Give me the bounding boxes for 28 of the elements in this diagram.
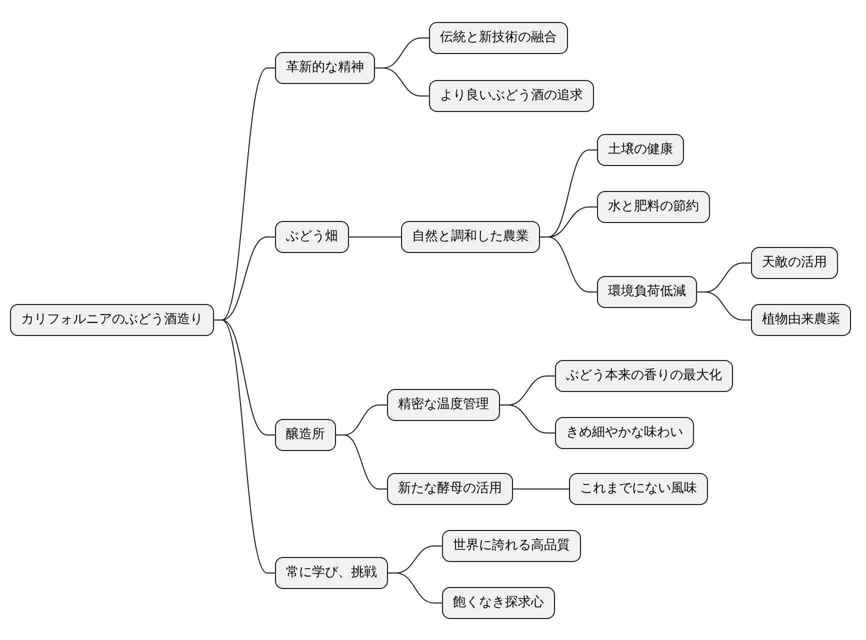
topic-box: 天敵の活用	[751, 247, 838, 279]
connector-line	[512, 488, 570, 490]
topic-box: 革新的な精神	[275, 52, 375, 84]
topic-box: 土壌の健康	[597, 134, 684, 166]
topic-box: 植物由来農薬	[751, 304, 851, 336]
topic-box: これまでにない風味	[569, 473, 708, 505]
topic-box: カリフォルニアのぶどう酒造り	[10, 304, 214, 336]
topic-box: きめ細やかな味わい	[555, 417, 694, 449]
topic-box: 伝統と新技術の融合	[429, 22, 568, 54]
connector-line	[500, 404, 556, 434]
topic-box: ぶどう畑	[275, 221, 349, 253]
topic-box: 自然と調和した農業	[401, 221, 540, 253]
topic-box: 環境負荷低減	[597, 276, 697, 308]
topic-box: 新たな酵母の活用	[387, 473, 513, 505]
topic-box: 常に学び、挑戦	[275, 557, 388, 589]
topic-box: ぶどう本来の香りの最大化	[555, 360, 733, 392]
topic-box: 醸造所	[275, 419, 336, 451]
connector-line	[348, 236, 402, 238]
topic-box: 水と肥料の節約	[597, 191, 710, 223]
connector-line	[336, 434, 388, 490]
topic-box: 精密な温度管理	[387, 389, 500, 421]
connector-line	[540, 236, 598, 292]
topic-box: 世界に誇れる高品質	[442, 530, 581, 562]
connector-line	[696, 292, 752, 320]
connector-line	[374, 68, 430, 96]
topic-box: 飽くなき探求心	[442, 587, 555, 619]
connector-line	[388, 572, 442, 604]
topic-box: より良いぶどう酒の追求	[429, 80, 594, 112]
